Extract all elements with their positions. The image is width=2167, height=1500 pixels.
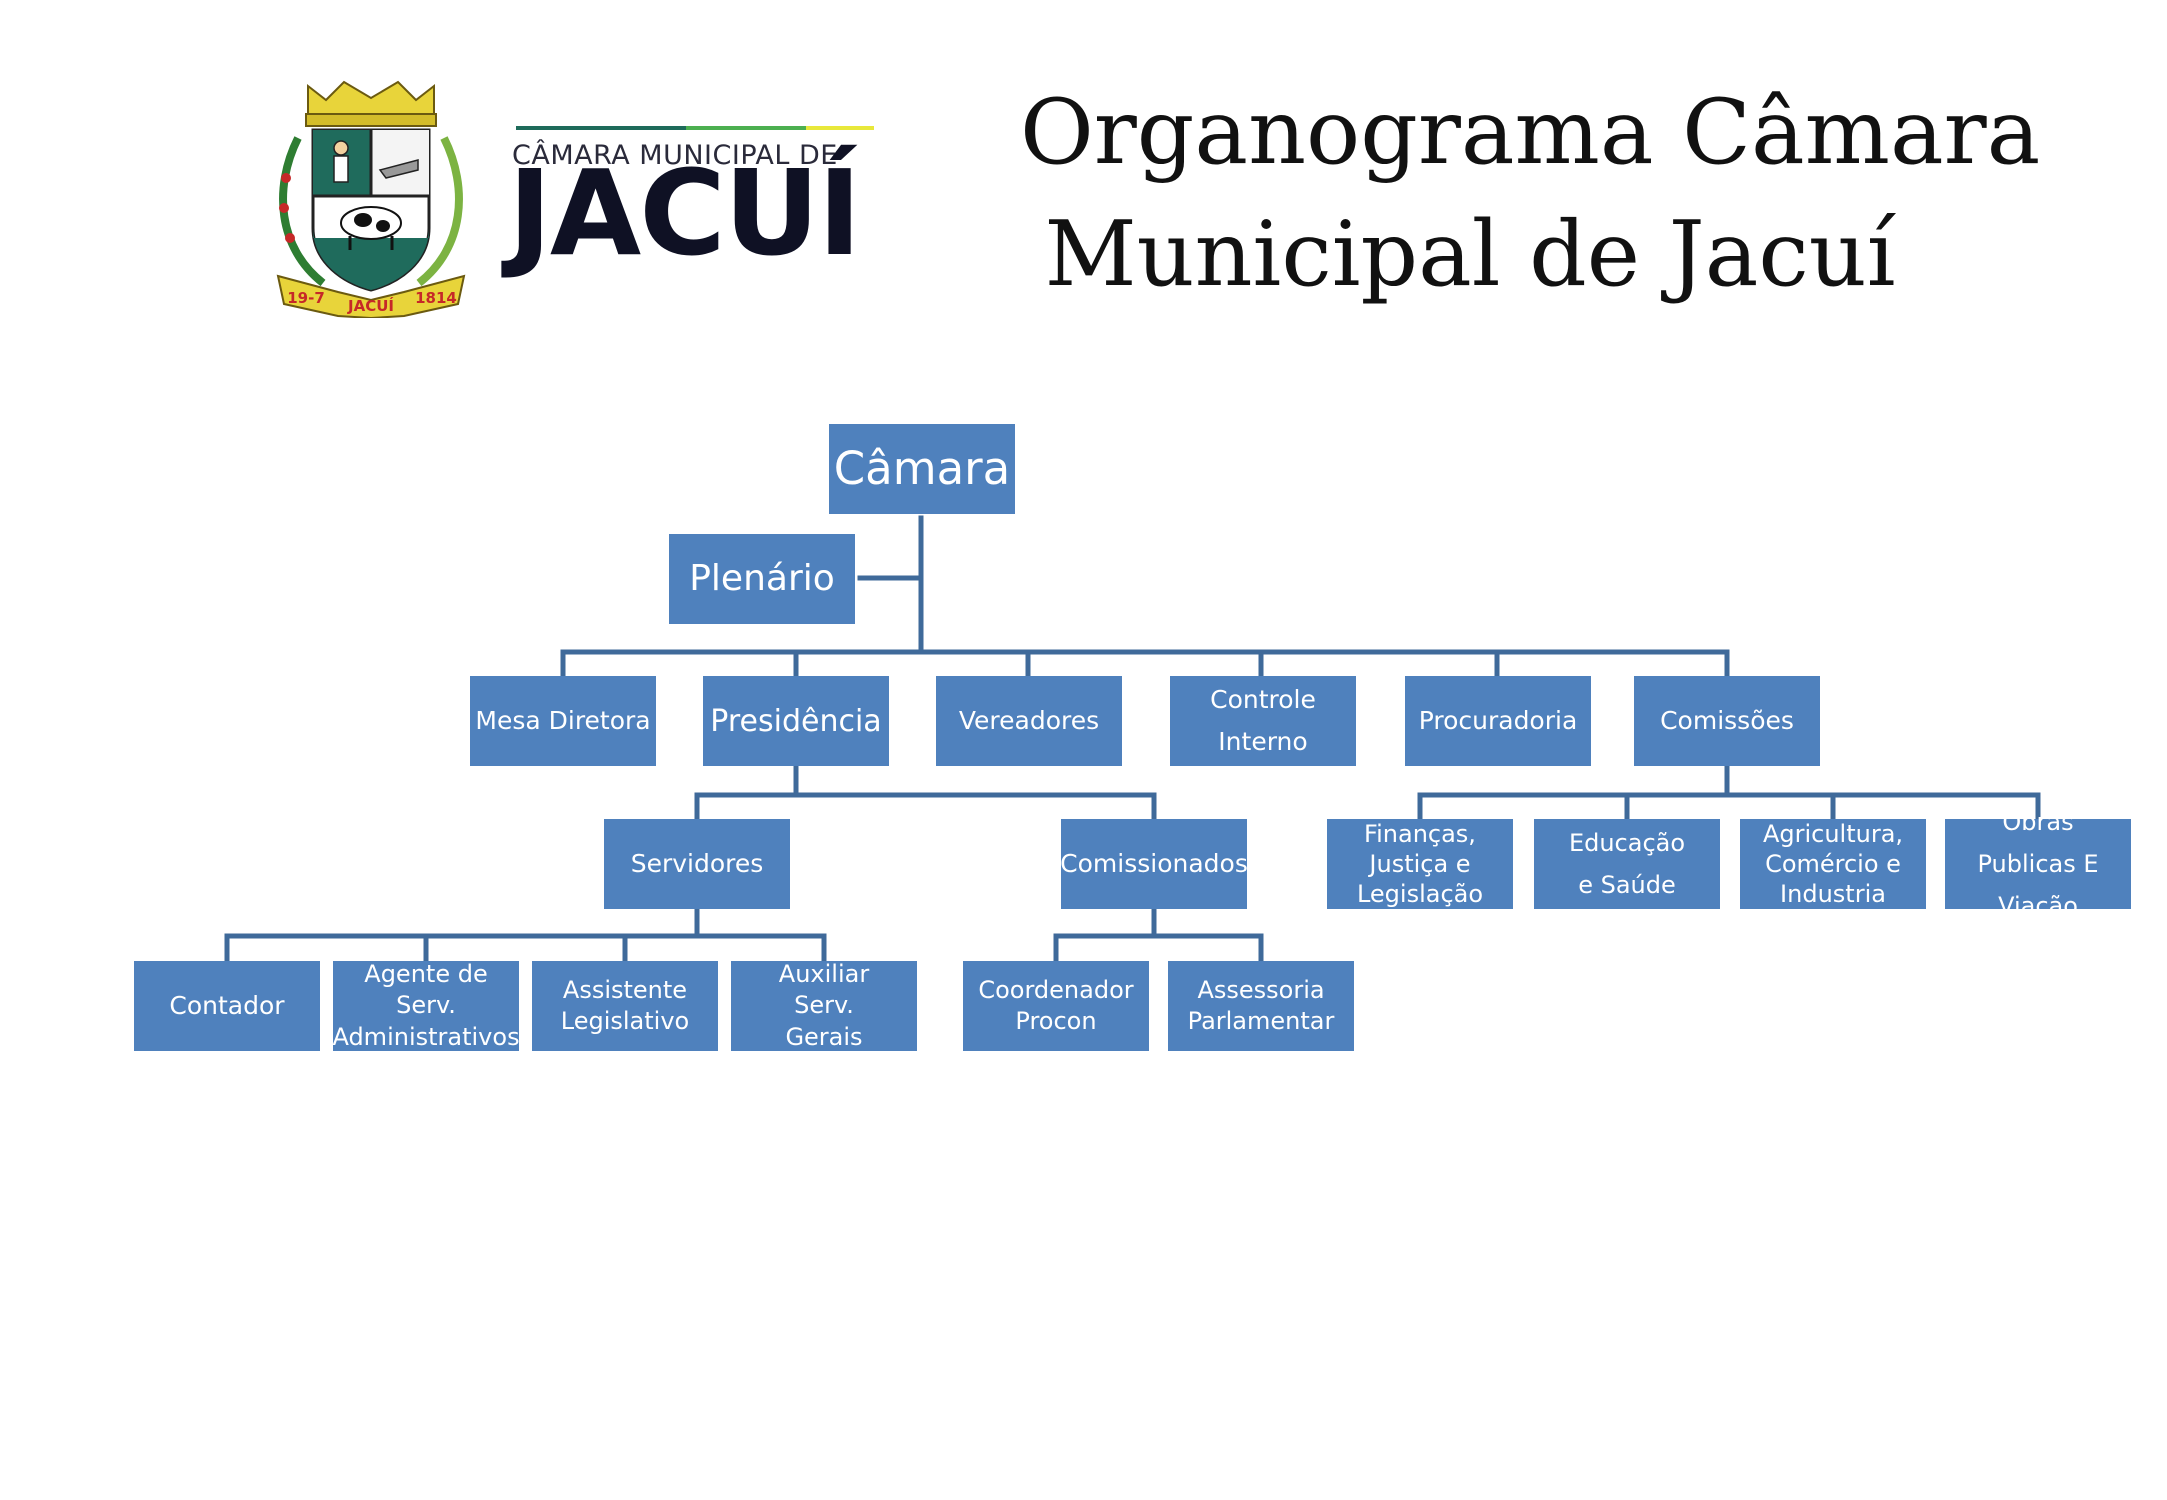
node-comissionados: Comissionados (1060, 819, 1248, 909)
node-comissoes: Comissões (1634, 676, 1820, 766)
node-agente: Agente de Serv. Administrativos (332, 960, 520, 1051)
node-procuradoria: Procuradoria (1405, 676, 1591, 766)
page-title-line-1: Organograma Câmara (1020, 80, 2041, 185)
node-servidores: Servidores (604, 819, 790, 909)
node-controle-interno: Controle Interno (1170, 676, 1356, 766)
node-plenario: Plenário (669, 534, 855, 624)
node-obras: Obras Publicas E Viação (1945, 808, 2131, 920)
logo-bar-segment (516, 126, 686, 130)
logo-name: JACUÍ (508, 144, 862, 282)
node-camara: Câmara (829, 424, 1015, 514)
page-title: Organograma Câmara Municipal de Jacuí (1020, 72, 2041, 316)
node-assistente: Assistente Legislativo (532, 961, 718, 1051)
seal-years-right: 1814 (415, 289, 457, 307)
municipal-coat-of-arms-icon: 19-7 JACUÍ 1814 (276, 80, 466, 318)
node-assessoria: Assessoria Parlamentar (1168, 961, 1354, 1051)
logo-prefix: CÂMARA MUNICIPAL DE (512, 140, 838, 171)
page-title-line-2: Municipal de Jacuí (1044, 202, 1896, 307)
node-contador: Contador (134, 961, 320, 1051)
node-mesa-diretora: Mesa Diretora (470, 676, 656, 766)
node-presidencia: Presidência (703, 676, 889, 766)
node-financas: Finanças, Justiça e Legislação (1327, 819, 1513, 909)
node-coordenador: Coordenador Procon (963, 961, 1149, 1051)
node-educacao: Educação e Saúde (1534, 819, 1720, 909)
node-vereadores: Vereadores (936, 676, 1122, 766)
logo-bar-segment (806, 126, 874, 130)
seal-name: JACUÍ (347, 296, 394, 315)
logo-bar-segment (686, 126, 806, 130)
seal-years-left: 19-7 (287, 289, 325, 307)
node-auxiliar: Auxiliar Serv. Gerais (731, 960, 917, 1051)
node-agricultura: Agricultura, Comércio e Industria (1740, 819, 1926, 909)
